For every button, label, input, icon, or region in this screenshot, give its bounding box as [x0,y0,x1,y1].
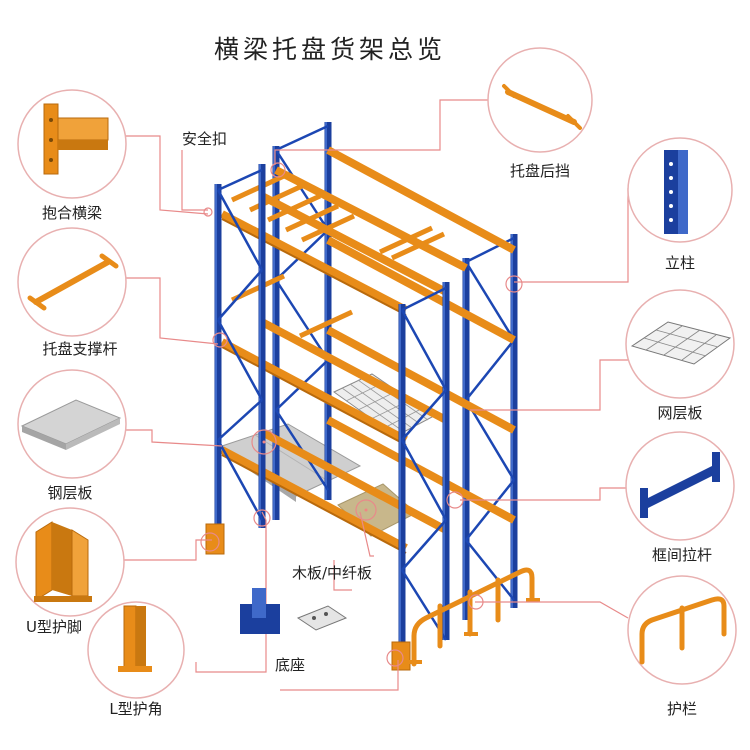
callout-box-beam [17,89,127,199]
label-upright: 立柱 [665,254,695,272]
guard-rail-assembly [411,567,535,667]
label-row-spacer: 框间拉杆 [652,546,712,564]
u-guard-icon [34,521,92,602]
callout-steel-deck [17,369,127,479]
label-steel-deck: 钢层板 [47,484,92,502]
rack-assembly [205,122,540,671]
label-pallet-stop: 托盘后挡 [510,162,570,180]
callout-pallet-stop [487,47,593,153]
l-guard-icon [118,605,152,672]
front-uprights [214,164,450,660]
callout-upright [627,137,733,243]
label-safety-pin: 安全扣 [182,130,227,148]
front-beams [220,192,448,554]
back-beams [326,146,516,524]
callout-pallet-support [17,227,127,337]
label-u-guard: U型护脚 [26,618,82,636]
pallet-stop-beam [274,166,468,272]
label-l-guard: L型护角 [109,700,162,718]
label-guard-rail: 护栏 [667,700,697,718]
guard-rail-icon [639,596,727,665]
callout-wire-deck [625,289,735,399]
back-uprights [272,122,518,620]
diagram-title: 横梁托盘货架总览 [214,35,446,64]
callout-guard-rail [627,575,737,685]
leader-lines [122,99,629,691]
box-beam-icon [43,103,109,175]
pallet-support-icon [27,253,119,311]
callout-u-guard [15,507,125,617]
base-guard-front [391,641,411,671]
label-wire-deck: 网层板 [657,404,702,422]
upright-icon [664,150,688,234]
label-base-plate: 底座 [275,656,305,674]
label-wood-deck: 木板/中纤板 [292,564,372,582]
label-box-beam: 抱合横梁 [42,204,102,222]
row-spacer-icon [640,452,720,518]
label-pallet-support: 托盘支撑杆 [42,340,117,358]
base-guard-left [205,523,225,555]
callout-l-guard [87,601,185,699]
pallet-stop-icon [502,84,582,130]
callout-markers [200,162,523,667]
base-plate-icons [240,588,348,634]
steel-deck-icon [20,399,122,450]
wire-deck-icon [630,321,732,365]
callout-row-spacer [625,431,735,541]
